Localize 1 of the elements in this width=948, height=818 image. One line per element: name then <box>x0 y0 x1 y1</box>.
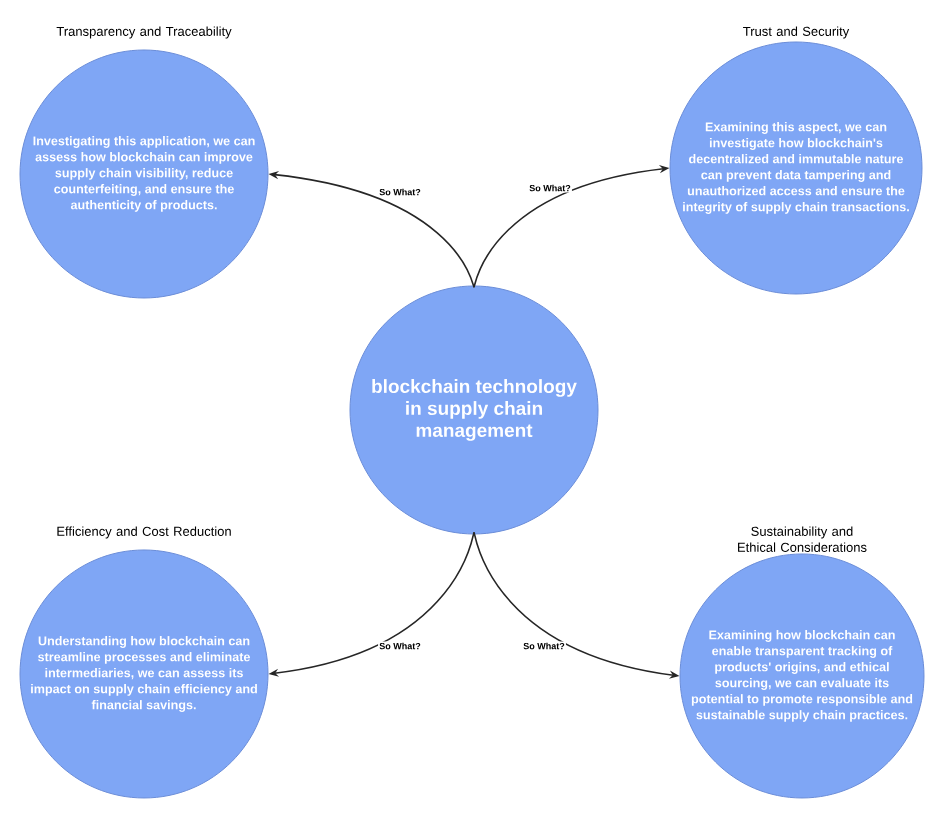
circle-node: blockchain technology in supply chain management <box>349 285 599 535</box>
